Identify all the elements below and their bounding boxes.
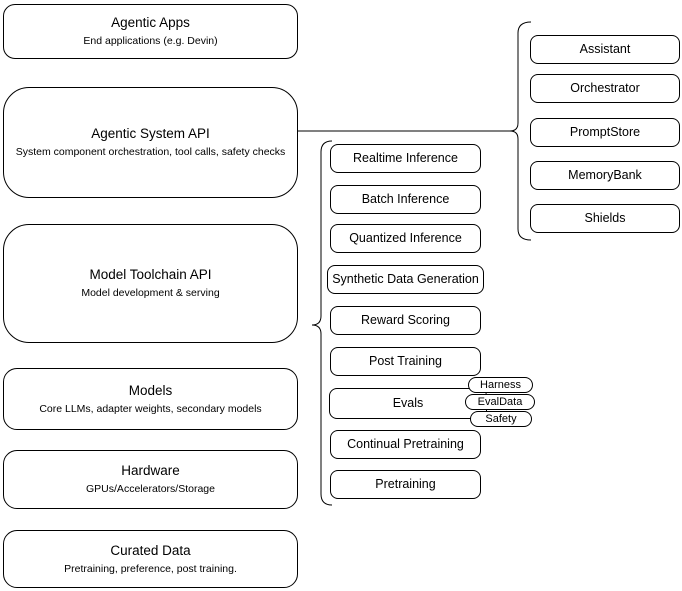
node-title: Agentic System API	[91, 126, 210, 141]
node-evals: Evals	[329, 388, 487, 419]
node-label: Batch Inference	[361, 192, 450, 206]
node-continual-pretraining: Continual Pretraining	[330, 430, 481, 459]
middle-group-brace	[311, 140, 333, 506]
node-label: Assistant	[579, 42, 631, 56]
right-group-brace	[509, 21, 532, 241]
node-label: Reward Scoring	[361, 313, 450, 327]
node-reward-scoring: Reward Scoring	[330, 306, 481, 335]
node-curated-data: Curated Data Pretraining, preference, po…	[3, 530, 298, 588]
pill-evaldata: EvalData	[465, 394, 535, 410]
node-label: PromptStore	[569, 125, 641, 139]
node-subtitle: End applications (e.g. Devin)	[83, 35, 218, 47]
node-agentic-system-api: Agentic System API System component orch…	[3, 87, 298, 198]
node-agentic-apps: Agentic Apps End applications (e.g. Devi…	[3, 4, 298, 59]
node-label: Realtime Inference	[353, 151, 458, 165]
node-hardware: Hardware GPUs/Accelerators/Storage	[3, 450, 298, 509]
node-label: Shields	[584, 211, 626, 225]
node-model-toolchain-api: Model Toolchain API Model development & …	[3, 224, 298, 343]
node-assistant: Assistant	[530, 35, 680, 64]
node-models: Models Core LLMs, adapter weights, secon…	[3, 368, 298, 430]
node-label: MemoryBank	[568, 168, 642, 182]
node-label: Quantized Inference	[349, 231, 462, 245]
node-pretraining: Pretraining	[330, 470, 481, 499]
node-title: Agentic Apps	[111, 15, 190, 30]
node-subtitle: Model development & serving	[81, 287, 220, 299]
node-label: Post Training	[369, 354, 442, 368]
node-quantized-inference: Quantized Inference	[330, 224, 481, 253]
node-label: Pretraining	[375, 477, 436, 491]
node-orchestrator: Orchestrator	[530, 74, 680, 103]
node-label: Continual Pretraining	[347, 437, 464, 451]
node-label: Evals	[392, 396, 424, 410]
node-subtitle: Pretraining, preference, post training.	[64, 562, 237, 575]
node-subtitle: System component orchestration, tool cal…	[15, 146, 286, 158]
node-post-training: Post Training	[330, 347, 481, 376]
node-label: Synthetic Data Generation	[332, 272, 479, 286]
node-batch-inference: Batch Inference	[330, 185, 481, 214]
node-memorybank: MemoryBank	[530, 161, 680, 190]
node-promptstore: PromptStore	[530, 118, 680, 147]
node-subtitle: Core LLMs, adapter weights, secondary mo…	[39, 402, 262, 415]
node-synthetic-data-generation: Synthetic Data Generation	[327, 265, 484, 294]
node-title: Model Toolchain API	[89, 267, 212, 282]
node-title: Models	[128, 382, 173, 398]
node-subtitle: GPUs/Accelerators/Storage	[86, 483, 215, 495]
node-title: Curated Data	[110, 542, 191, 558]
node-label: Orchestrator	[570, 81, 640, 95]
node-shields: Shields	[530, 204, 680, 233]
pill-harness: Harness	[468, 377, 533, 393]
pill-safety: Safety	[470, 411, 532, 427]
node-title: Hardware	[121, 463, 180, 478]
node-realtime-inference: Realtime Inference	[330, 144, 481, 173]
